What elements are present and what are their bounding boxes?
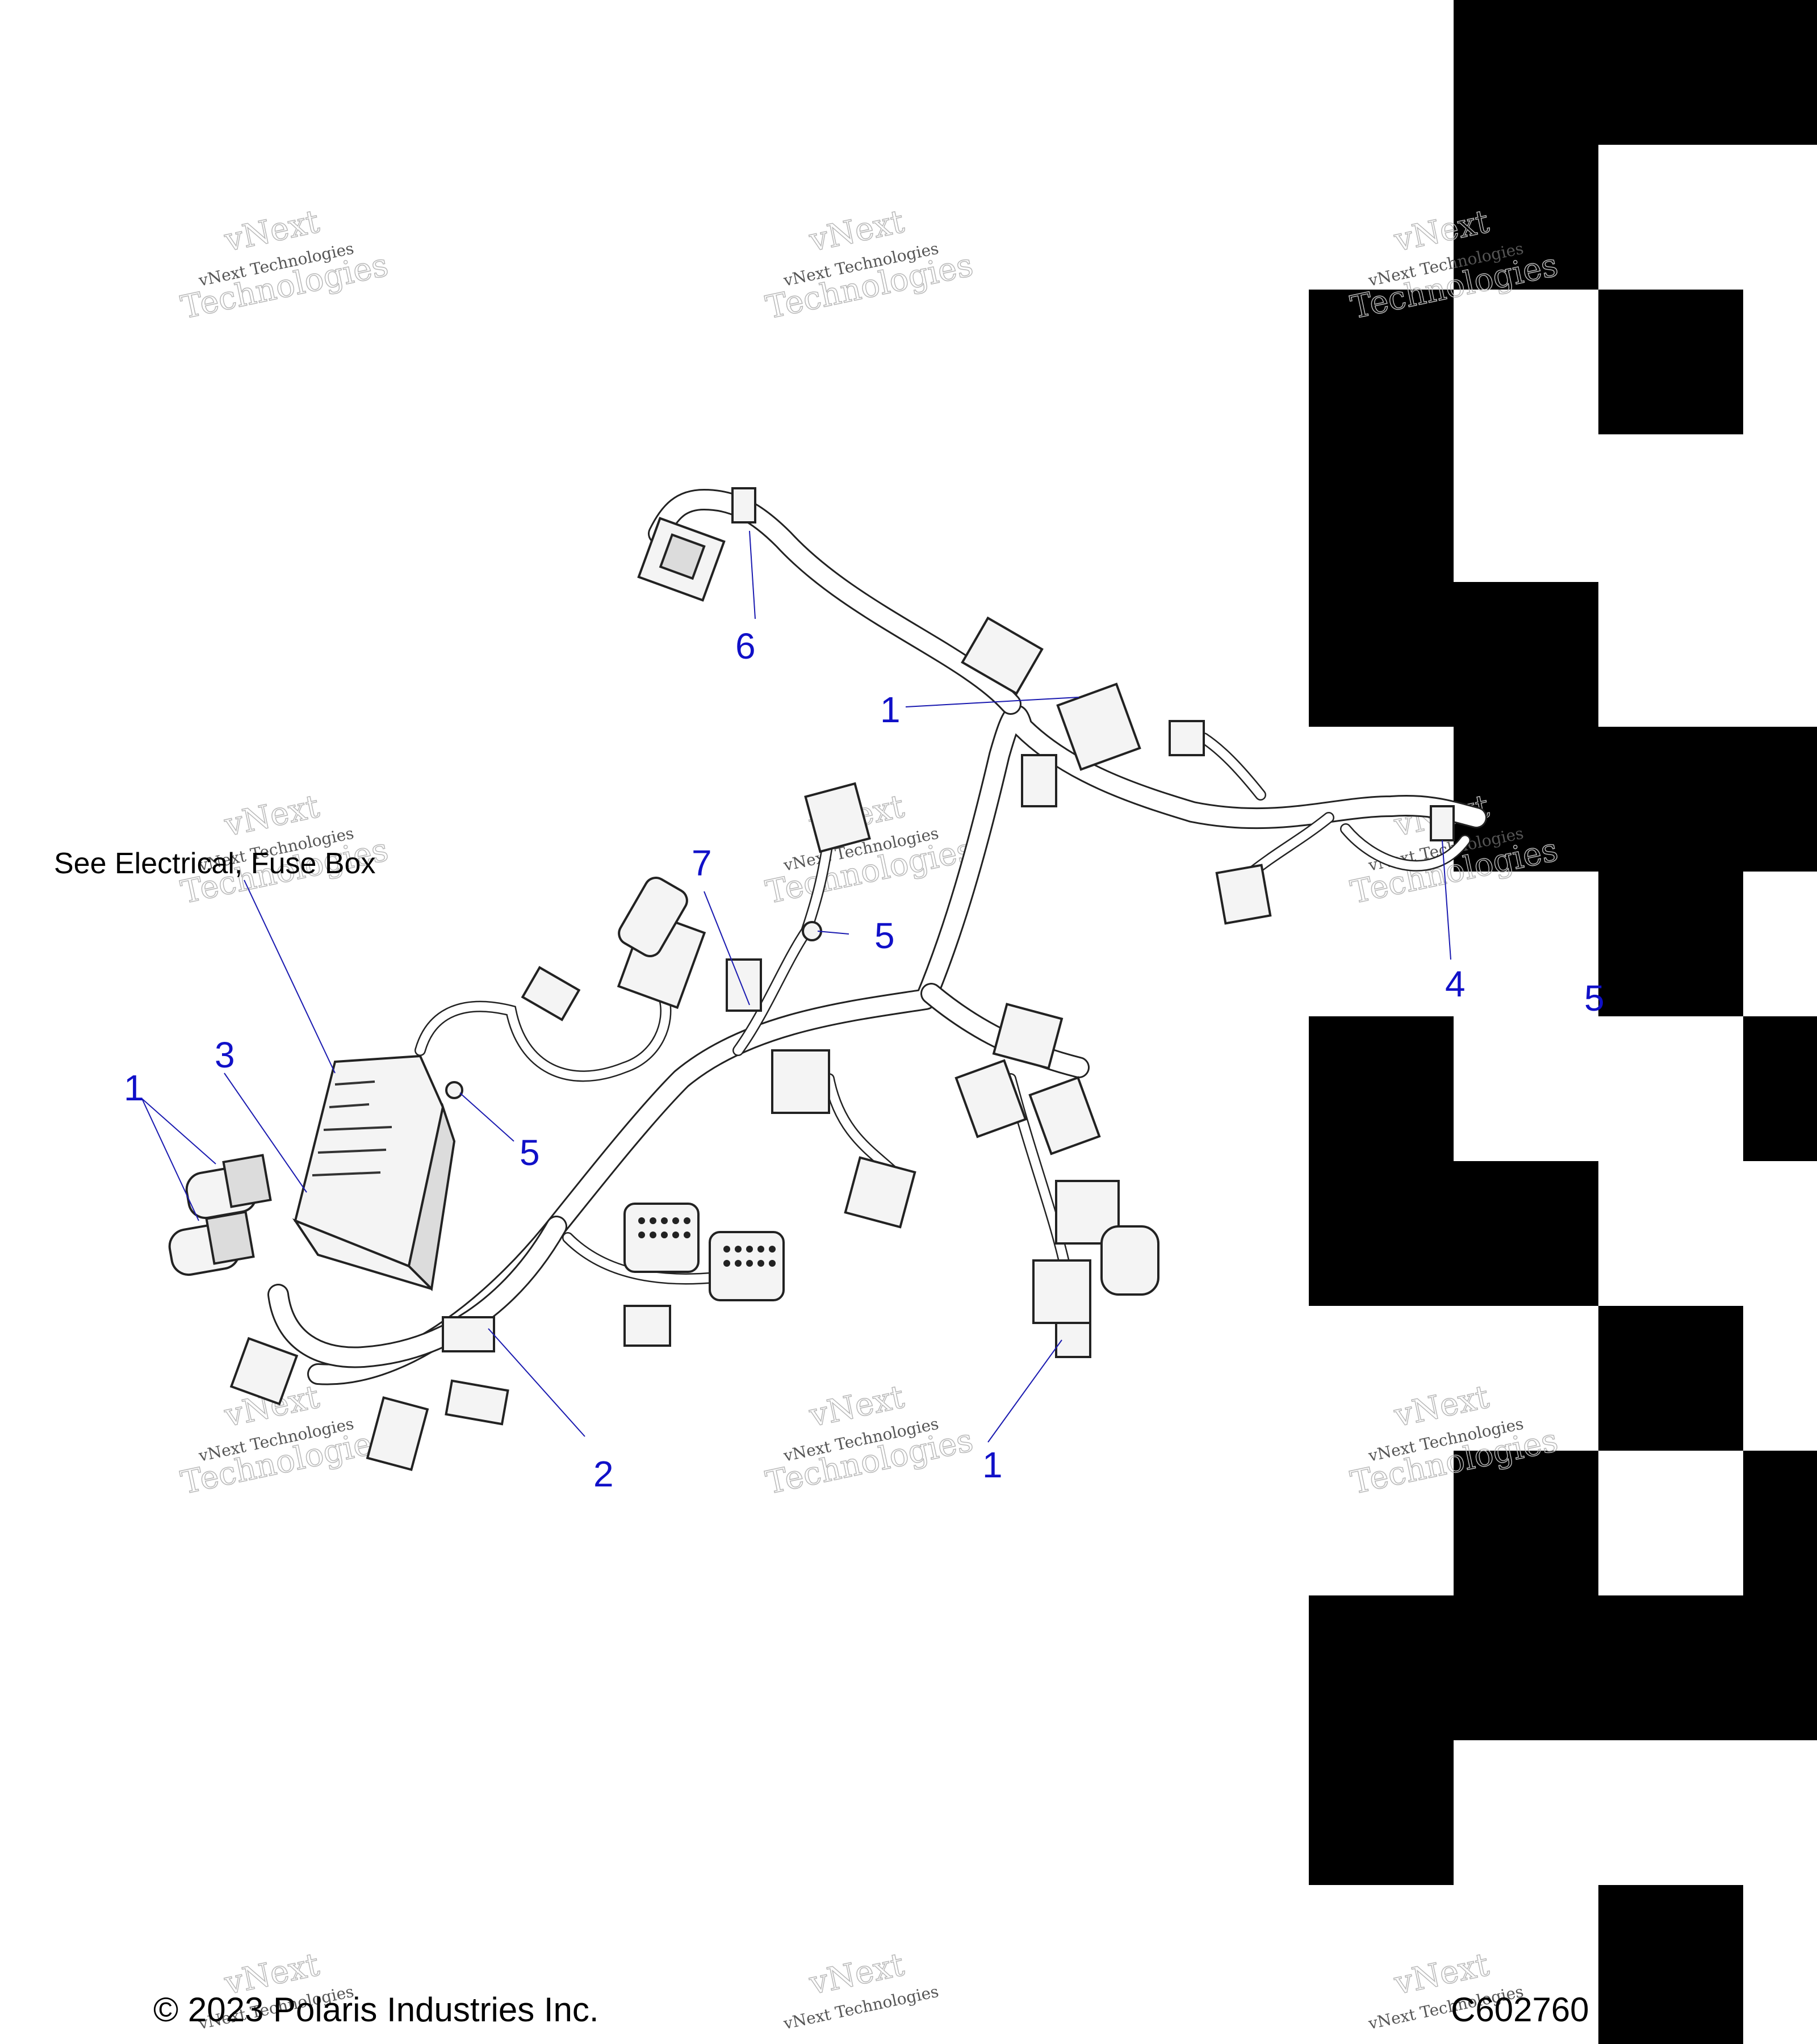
lower-right-connectors [844,1003,1159,1358]
callout-3: 3 [215,1034,235,1075]
callout-1-top: 1 [880,689,901,730]
callout-5-right: 5 [1584,978,1605,1019]
callout-6: 6 [735,626,756,667]
reference-note: See Electrical, Fuse Box [54,847,375,880]
callout-1-bottom: 1 [982,1444,1003,1485]
callout-7: 7 [692,843,712,883]
callout-4: 4 [1445,964,1466,1004]
callout-numbers: 6 1 7 5 3 1 5 2 1 4 5 [124,626,1605,1494]
top-connectors [961,616,1272,925]
connector-6 [637,487,756,602]
callout-5-center: 5 [874,915,895,956]
fuse-box [292,1054,456,1292]
callout-2: 2 [593,1454,614,1494]
ecu-connectors [623,1203,785,1347]
part-code: C602760 [1451,1991,1589,2029]
callout-1-left: 1 [124,1067,144,1108]
harness-drawing [168,487,1487,1471]
callout-5-left: 5 [520,1132,540,1173]
copyright-text: © 2023 Polaris Industries Inc. [153,1991,599,2029]
left-grommets [168,805,1455,1471]
qr-code-fragment [1309,0,1817,2044]
leader-lines [141,530,1451,1443]
